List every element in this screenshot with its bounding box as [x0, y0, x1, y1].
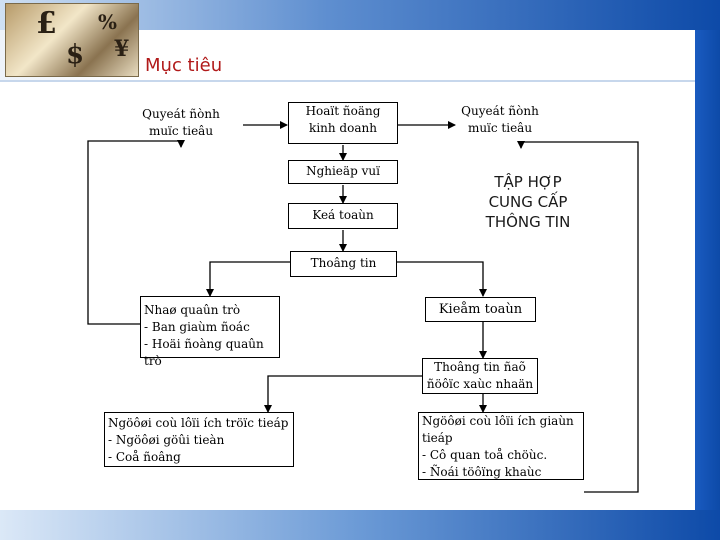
node-decision-right: Quyeát ñònh muïc tieâu	[461, 104, 539, 135]
slide-title: Mục tiêu	[145, 55, 223, 76]
node-indirect-beneficiaries: Ngöôøi coù lôïi ích giaùn tieáp - Cô qua…	[418, 412, 584, 480]
node-verified-information: Thoâng tin ñaõ ñöôïc xaùc nhaän	[422, 358, 538, 394]
dollar-glyph-icon: $	[66, 40, 85, 70]
node-information: Thoâng tin	[290, 251, 397, 277]
collect-provide-information-label: TẬP HỢP CUNG CẤP THÔNG TIN	[485, 173, 571, 231]
line-information-to-manager	[206, 261, 290, 297]
line-verified-to-direct	[264, 375, 422, 413]
pound-glyph-icon: £	[36, 6, 57, 41]
right-side-bar	[695, 30, 720, 510]
node-managers: Nhaø quaûn trò - Ban giaùm ñoác - Hoäi ñ…	[140, 296, 280, 368]
node-direct-beneficiaries: Ngöôøi coù lôïi ích tröïc tieáp - Ngöôøi…	[104, 412, 294, 467]
percent-glyph-icon: %	[98, 10, 118, 34]
finance-collage-icon: £ % $ ¥	[5, 3, 139, 77]
node-transaction: Nghieäp vuï	[288, 160, 398, 184]
header-divider	[0, 80, 695, 82]
yen-glyph-icon: ¥	[114, 36, 130, 62]
node-accounting: Keá toaùn	[288, 203, 398, 229]
node-audit: Kieåm toaùn	[425, 297, 536, 322]
line-manager-feedback	[87, 140, 185, 325]
line-indirect-feedback	[517, 141, 639, 493]
node-decision-left: Quyeát ñònh muïc tieâu	[142, 107, 220, 138]
line-information-to-audit	[397, 261, 487, 297]
bottom-gradient-bar	[0, 510, 720, 540]
node-operations: Hoaït ñoäng kinh doanh	[288, 102, 398, 144]
